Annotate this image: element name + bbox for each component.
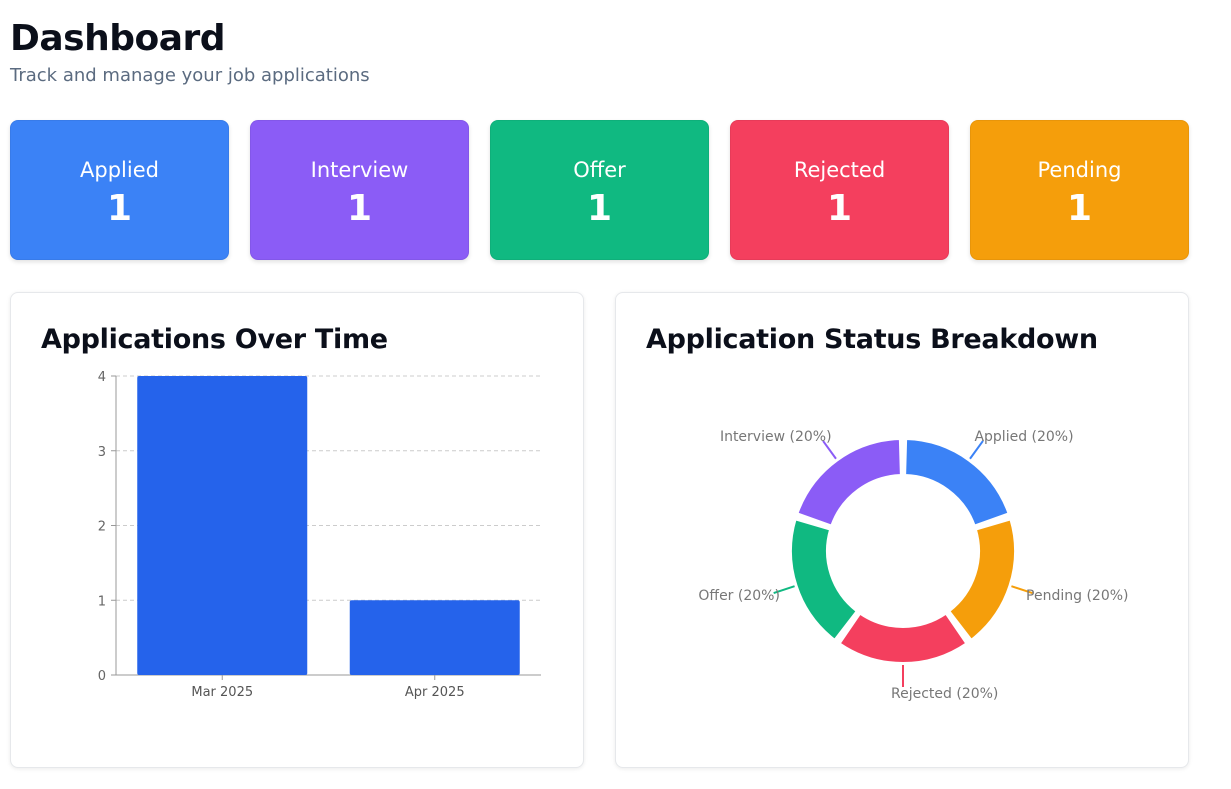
x-tick-label: Apr 2025 xyxy=(405,685,465,700)
stat-value: 1 xyxy=(826,188,853,229)
donut-slice xyxy=(838,612,968,664)
slice-label: Interview (20%) xyxy=(720,429,832,445)
stat-card-applied: Applied 1 xyxy=(10,120,229,260)
y-tick-label: 0 xyxy=(98,669,106,684)
stat-card-rejected: Rejected 1 xyxy=(730,120,949,260)
stat-card-pending: Pending 1 xyxy=(970,120,1189,260)
slice-label-leader xyxy=(1011,585,1033,594)
stat-card-offer: Offer 1 xyxy=(490,120,709,260)
stat-value: 1 xyxy=(586,188,613,229)
stat-label: Interview xyxy=(310,158,409,182)
slice-label-leader xyxy=(822,440,837,460)
status-breakdown-panel: Application Status Breakdown Applied (20… xyxy=(615,292,1189,768)
donut-chart: Applied (20%) Pending (20%) Rejected (20%)… xyxy=(698,429,1128,702)
donut-slice xyxy=(904,438,1010,527)
donut-slice xyxy=(947,518,1016,642)
panel-title: Application Status Breakdown xyxy=(646,324,1098,355)
stat-label: Offer xyxy=(573,158,626,182)
y-tick-label: 3 xyxy=(98,445,106,460)
page-subtitle: Track and manage your job applications xyxy=(10,65,370,86)
stat-label: Applied xyxy=(80,158,159,182)
y-tick-label: 4 xyxy=(98,370,106,385)
panel-title: Applications Over Time xyxy=(41,324,388,355)
x-tick-label: Mar 2025 xyxy=(191,685,253,700)
stat-value: 1 xyxy=(106,188,133,229)
y-tick-label: 1 xyxy=(98,594,106,609)
slice-label: Offer (20%) xyxy=(698,588,780,604)
donut-slice xyxy=(790,518,859,642)
slice-label: Applied (20%) xyxy=(974,429,1073,445)
donut-slice xyxy=(796,438,902,527)
stat-value: 1 xyxy=(346,188,373,229)
slice-label: Pending (20%) xyxy=(1026,588,1128,604)
slice-label: Rejected (20%) xyxy=(891,686,998,702)
page-header: Dashboard Track and manage your job appl… xyxy=(10,18,370,88)
slice-label-leader xyxy=(773,585,795,594)
stat-value: 1 xyxy=(1066,188,1093,229)
slice-label-leader xyxy=(969,440,984,460)
stat-label: Pending xyxy=(1037,158,1122,182)
bar xyxy=(349,600,520,675)
stat-card-interview: Interview 1 xyxy=(250,120,469,260)
y-tick-label: 2 xyxy=(98,520,106,535)
page-title: Dashboard xyxy=(10,18,226,59)
stat-label: Rejected xyxy=(793,158,886,182)
bar xyxy=(137,376,308,675)
